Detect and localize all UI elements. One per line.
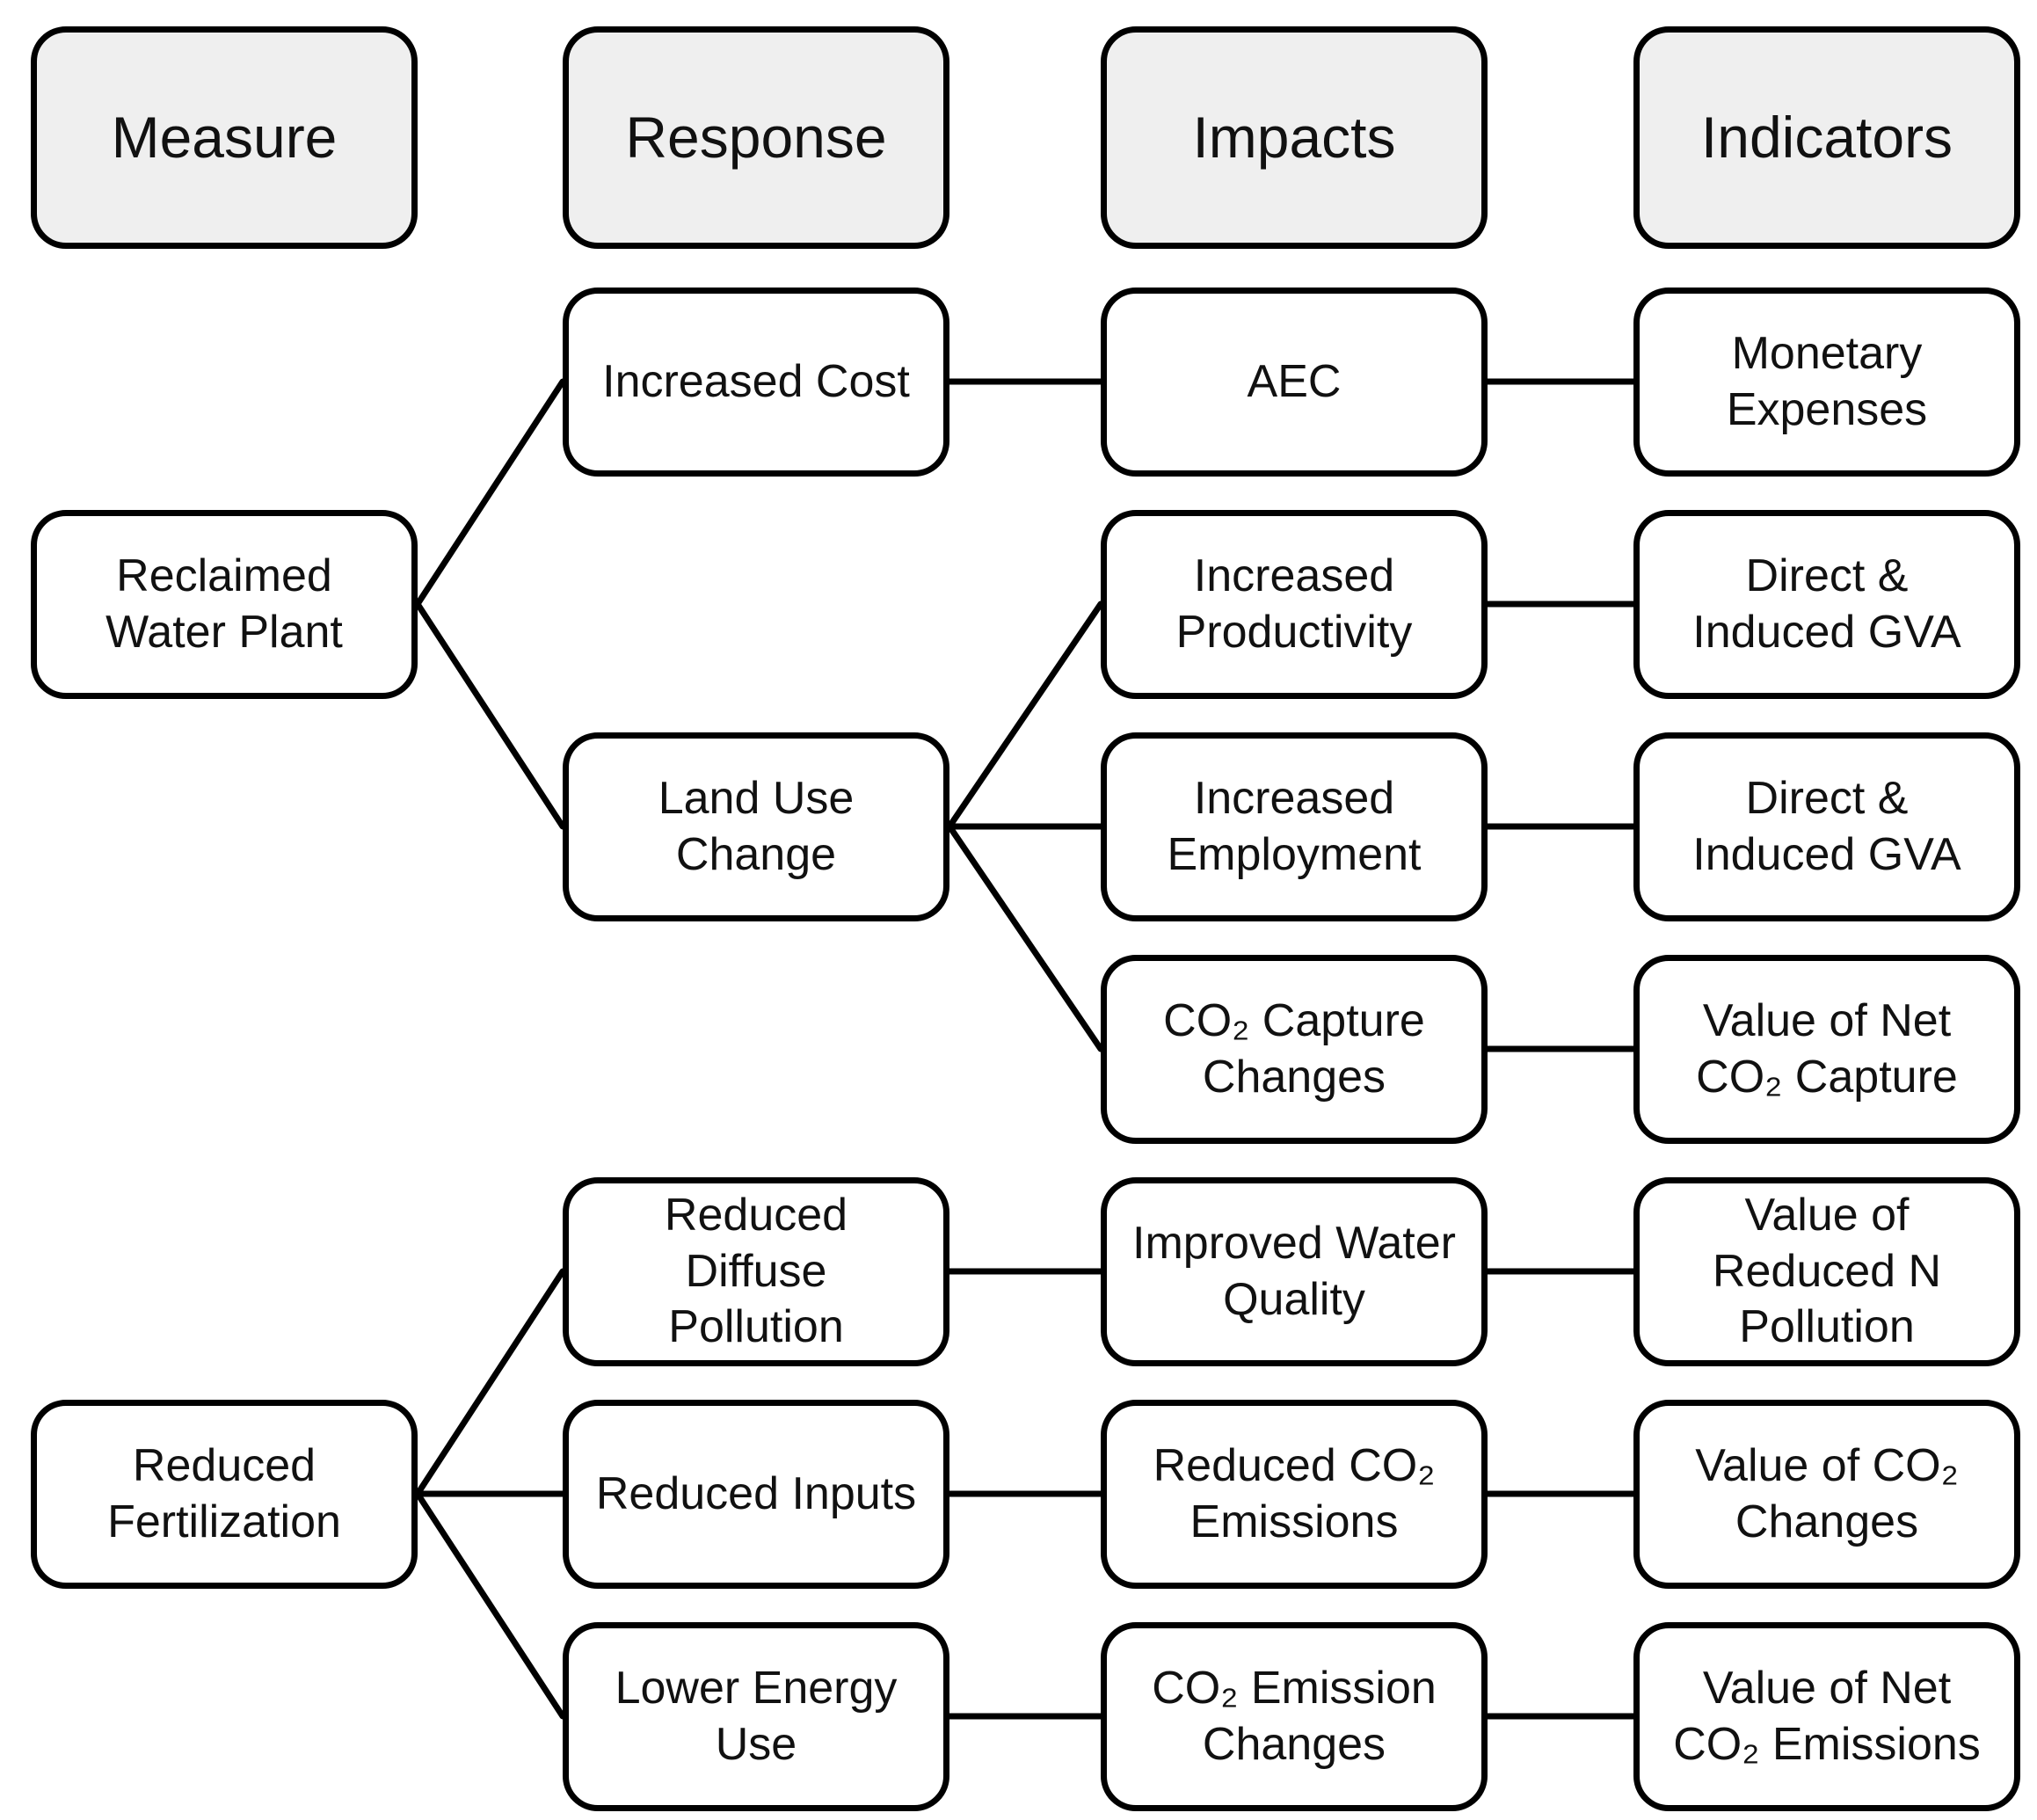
node-value-net-co2-capture: Value of Net CO₂ Capture (1633, 955, 2020, 1144)
header-impacts: Impacts (1101, 26, 1488, 249)
header-measure: Measure (31, 26, 418, 249)
node-value-net-co2-emissions: Value of Net CO₂ Emissions (1633, 1622, 2020, 1811)
edge-land-use-change-increased-productivity (946, 601, 1104, 830)
node-reduced-diffuse-pollution: Reduced Diffuse Pollution (563, 1177, 949, 1366)
node-improved-water-quality: Improved Water Quality (1101, 1177, 1488, 1366)
node-increased-productivity: Increased Productivity (1101, 510, 1488, 699)
node-increased-cost: Increased Cost (563, 288, 949, 477)
node-land-use-change: Land Use Change (563, 732, 949, 921)
node-increased-employment: Increased Employment (1101, 732, 1488, 921)
node-co2-emission-changes: CO₂ Emission Changes (1101, 1622, 1488, 1811)
node-value-co2-changes: Value of CO₂ Changes (1633, 1400, 2020, 1589)
edge-land-use-change-co2-capture-changes (946, 823, 1104, 1052)
node-monetary-expenses: Monetary Expenses (1633, 288, 2020, 477)
node-reclaimed-water-plant: Reclaimed Water Plant (31, 510, 418, 699)
node-reduced-fertilization: Reduced Fertilization (31, 1400, 418, 1589)
header-response: Response (563, 26, 949, 249)
node-co2-capture-changes: CO₂ Capture Changes (1101, 955, 1488, 1144)
header-indicators: Indicators (1633, 26, 2020, 249)
node-lower-energy-use: Lower Energy Use (563, 1622, 949, 1811)
edge-reduced-fertilization-reduced-diffuse-pollution (414, 1268, 566, 1497)
node-direct-induced-gva-employment: Direct & Induced GVA (1633, 732, 2020, 921)
edge-reclaimed-water-plant-land-use-change (414, 601, 566, 830)
node-reduced-inputs: Reduced Inputs (563, 1400, 949, 1589)
edge-reclaimed-water-plant-increased-cost (414, 378, 566, 608)
node-aec: AEC (1101, 288, 1488, 477)
edge-reduced-fertilization-lower-energy-use (414, 1490, 566, 1720)
node-value-reduced-n-pollution: Value of Reduced N Pollution (1633, 1177, 2020, 1366)
node-direct-induced-gva-productivity: Direct & Induced GVA (1633, 510, 2020, 699)
node-reduced-co2-emissions: Reduced CO₂ Emissions (1101, 1400, 1488, 1589)
